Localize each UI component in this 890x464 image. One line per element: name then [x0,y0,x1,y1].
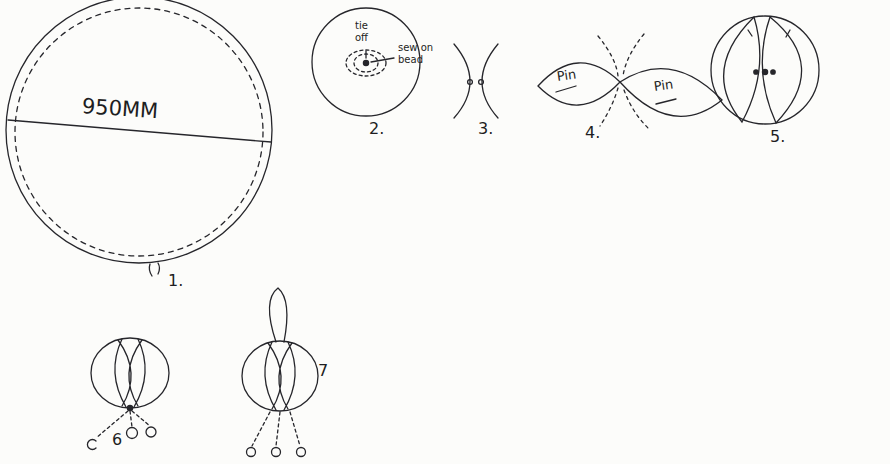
ball-seams [265,342,295,410]
bead-dot [754,70,758,74]
pin-mark [556,86,576,92]
step-number: 3. [478,120,493,138]
fold-curve [482,44,498,118]
finished-ball [242,341,318,411]
step-number: 7 [318,362,328,380]
dimension-label: 950MM [81,94,159,123]
fabric-circle [6,0,272,263]
bead-dot [771,70,775,74]
hanging-thread [252,412,270,446]
folded-petal [724,17,760,122]
hanging-bead [87,440,96,450]
bead-dot [127,405,132,410]
step-number: 2. [369,120,384,138]
fold-guide [623,34,644,76]
hanging-bead [297,448,306,457]
tie-ring [346,50,386,76]
folded-petal [762,17,801,123]
note-label: tie off [355,20,379,43]
pin-label: Pin [556,67,577,84]
hanging-thread [290,412,300,446]
hanging-bead [127,428,138,439]
fold-guide [598,36,618,76]
bead-dot [762,69,767,74]
note-label: sew on bead [398,42,442,65]
fabric-circle [711,16,819,124]
step-number: 5. [770,128,785,146]
pin-label: Pin [653,77,674,94]
finished-ball [91,338,169,408]
hanging-thread [130,411,132,427]
step-number: 4. [585,124,600,142]
hanging-bead [272,448,281,457]
ball-seams [115,339,145,407]
hanging-loop [269,288,286,342]
leader-line [365,51,366,58]
hanging-bead [146,427,156,437]
fold-guide [624,90,648,128]
bead-dot [479,80,484,85]
bead-dot [363,60,368,65]
seam-line [15,8,263,256]
hanging-thread [276,412,280,446]
hanging-bead [247,448,256,457]
pin-petal [538,63,620,105]
hanging-thread [132,411,150,426]
fold-guide [600,88,618,126]
fold-mark [748,30,752,36]
gather-marks [149,263,159,276]
pin-mark [656,99,676,104]
leader-line [371,58,394,62]
bead-dot [468,80,473,85]
fold-mark [786,30,790,37]
pin-petal [620,69,722,117]
step-number: 1. [168,272,183,290]
step-number: 6 [112,431,122,449]
diameter-line [8,120,271,142]
